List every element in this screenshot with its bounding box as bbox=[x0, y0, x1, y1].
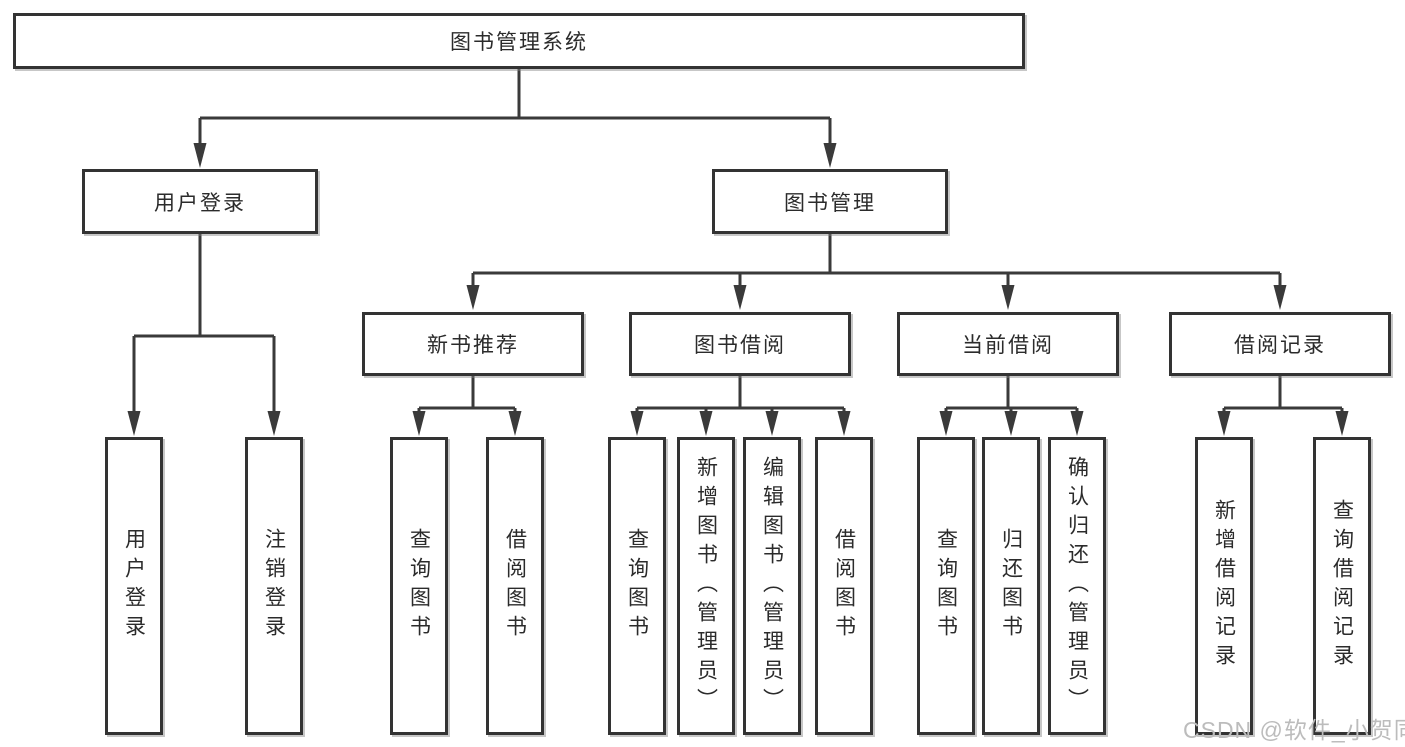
leaf-user-login: 用户登录 bbox=[105, 437, 163, 735]
leaf-confirm-return-admin: 确认归还（管理员） bbox=[1048, 437, 1106, 735]
leaf-add-books-admin: 新增图书（管理员） bbox=[677, 437, 735, 735]
node-current-borrowing: 当前借阅 bbox=[897, 312, 1119, 376]
leaf-logout: 注销登录 bbox=[245, 437, 303, 735]
node-borrowing-records: 借阅记录 bbox=[1169, 312, 1391, 376]
leaf-query-borrow-record: 查询借阅记录 bbox=[1313, 437, 1371, 735]
leaf-query-books-borrowing: 查询图书 bbox=[608, 437, 666, 735]
csdn-watermark: CSDN @软件_小贺同学 bbox=[1183, 717, 1405, 743]
node-book-management: 图书管理 bbox=[712, 169, 948, 234]
node-new-book-recommendation: 新书推荐 bbox=[362, 312, 584, 376]
leaf-return-books: 归还图书 bbox=[982, 437, 1040, 735]
leaf-add-borrow-record: 新增借阅记录 bbox=[1195, 437, 1253, 735]
leaf-edit-books-admin: 编辑图书（管理员） bbox=[743, 437, 801, 735]
leaf-borrow-books-recommend: 借阅图书 bbox=[486, 437, 544, 735]
leaf-borrow-books: 借阅图书 bbox=[815, 437, 873, 735]
node-book-borrowing: 图书借阅 bbox=[629, 312, 851, 376]
node-user-login: 用户登录 bbox=[82, 169, 318, 234]
leaf-query-books-recommend: 查询图书 bbox=[390, 437, 448, 735]
leaf-query-books-current: 查询图书 bbox=[917, 437, 975, 735]
node-root-system: 图书管理系统 bbox=[13, 13, 1025, 69]
